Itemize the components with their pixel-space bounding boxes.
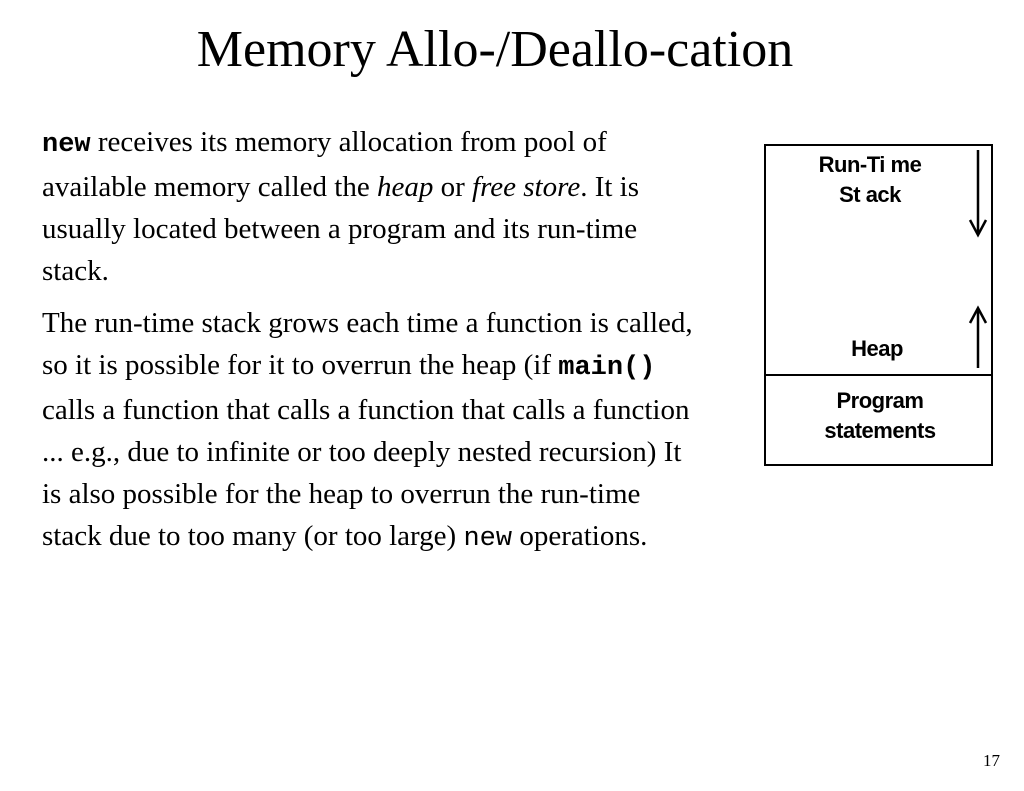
heap-program-divider xyxy=(766,374,991,376)
arrow-up-icon xyxy=(968,305,988,368)
paragraph1-text-a: receives its memory allocation from pool… xyxy=(42,126,607,203)
program-statements-label: Program statements xyxy=(780,386,980,446)
code-main-call: main() xyxy=(558,353,656,383)
program-label-line2: statements xyxy=(824,418,936,443)
paragraph2-text-b: calls a function that calls a function t… xyxy=(42,394,690,552)
paragraph2-text-c: operations. xyxy=(512,520,648,552)
program-label-line1: Program xyxy=(836,388,924,413)
run-time-stack-label-line1: Run-Ti me xyxy=(818,152,922,177)
slide-body: new receives its memory allocation from … xyxy=(42,121,702,570)
arrow-down-icon xyxy=(968,150,988,238)
term-heap: heap xyxy=(376,171,434,203)
run-time-stack-label-line2: St ack xyxy=(839,182,901,207)
code-new-keyword: new xyxy=(42,130,91,160)
page-number: 17 xyxy=(983,751,1000,770)
run-time-stack-label: Run-Ti me St ack xyxy=(780,150,960,210)
memory-layout-diagram: Run-Ti me St ack Heap Program statements xyxy=(764,144,993,466)
term-free-store: free store xyxy=(472,171,581,203)
paragraph1-text-b: or xyxy=(433,171,473,203)
paragraph-new-allocation: new receives its memory allocation from … xyxy=(42,121,702,292)
paragraph1-text-c: . It is usually located between a progra… xyxy=(42,171,640,287)
paragraph2-text-a: The run-time stack grows each time a fun… xyxy=(42,307,693,381)
heap-label: Heap xyxy=(851,336,903,361)
code-new-operator: new xyxy=(463,524,513,554)
paragraph-stack-overrun: The run-time stack grows each time a fun… xyxy=(42,302,702,560)
slide-title: Memory Allo-/Deallo-cation xyxy=(196,21,794,78)
